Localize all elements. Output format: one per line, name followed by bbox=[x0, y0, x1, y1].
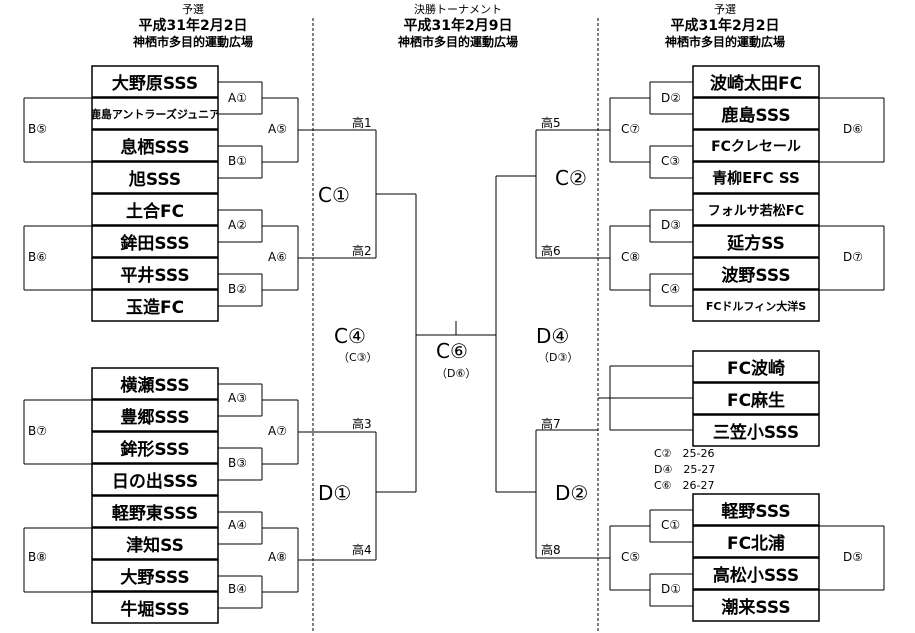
right-team-8: FCドルフィン大洋S bbox=[705, 299, 807, 313]
ko-label-3: 高3 bbox=[352, 417, 372, 431]
left-header: 予選 平成31年2月2日 神栖市多目的運動広場 bbox=[108, 2, 278, 50]
right-team-7: 波野SSS bbox=[721, 266, 791, 286]
left-team-14: 津知SS bbox=[126, 536, 184, 556]
match-label-c1-right: C① bbox=[661, 518, 681, 532]
center-header-line1: 決勝トーナメント bbox=[414, 3, 502, 16]
match-label-d6: D⑥ bbox=[843, 122, 863, 136]
schedule-line-1: C② 25-26 bbox=[654, 447, 715, 460]
left-header-venue: 神栖市多目的運動広場 bbox=[132, 35, 253, 49]
match-label-b1: B① bbox=[228, 154, 247, 168]
schedule-line-3: C⑥ 26-27 bbox=[654, 479, 715, 492]
match-label-c7: C⑦ bbox=[621, 122, 641, 136]
match-label-a1: A① bbox=[228, 91, 247, 105]
final-c6: C⑥ bbox=[436, 339, 468, 363]
right-header-line1: 予選 bbox=[714, 3, 736, 16]
semi-d4-sub: （D③） bbox=[538, 351, 579, 364]
ko-label-6: 高6 bbox=[541, 244, 561, 258]
ko-label-1: 高1 bbox=[352, 116, 372, 130]
semi-c2: C② bbox=[555, 166, 587, 190]
left-team-1: 大野原SSS bbox=[111, 74, 199, 94]
match-label-a3: A③ bbox=[228, 391, 247, 405]
match-label-a5: A⑤ bbox=[268, 122, 287, 136]
left-team-6: 鉾田SSS bbox=[120, 234, 190, 254]
ko-label-4: 高4 bbox=[352, 543, 372, 557]
right-team-15: 潮来SSS bbox=[721, 598, 791, 618]
semi-c4-sub: （C③） bbox=[338, 351, 378, 364]
match-label-a6: A⑥ bbox=[268, 250, 287, 264]
left-team-10: 豊郷SSS bbox=[120, 408, 190, 428]
left-team-2: 鹿島アントラーズジュニア bbox=[92, 107, 218, 121]
left-team-11: 鉾形SSS bbox=[120, 440, 190, 460]
semi-d4: D④ bbox=[536, 324, 570, 348]
ko-label-8: 高8 bbox=[541, 543, 561, 557]
match-label-b6: B⑥ bbox=[28, 250, 47, 264]
match-label-c5: C⑤ bbox=[621, 550, 641, 564]
right-team-1: 波崎太田FC bbox=[709, 74, 803, 94]
match-label-b5: B⑤ bbox=[28, 122, 47, 136]
center-header: 決勝トーナメント 平成31年2月9日 神栖市多目的運動広場 bbox=[368, 2, 548, 50]
match-label-c8: C⑧ bbox=[621, 250, 641, 264]
left-team-12: 日の出SSS bbox=[111, 472, 199, 492]
semi-c4: C④ bbox=[334, 324, 366, 348]
right-team-13: FC北浦 bbox=[726, 534, 786, 554]
right-team-10: FC麻生 bbox=[726, 391, 786, 411]
match-label-d3: D③ bbox=[661, 218, 681, 232]
right-team-12: 軽野SSS bbox=[721, 502, 791, 522]
right-team-11: 三笠小SSS bbox=[712, 423, 800, 443]
left-team-4: 旭SSS bbox=[128, 170, 182, 190]
match-label-c3: C③ bbox=[661, 154, 681, 168]
match-label-b8: B⑧ bbox=[28, 550, 47, 564]
left-team-8: 玉造FC bbox=[125, 298, 185, 318]
final-c6-sub: （D⑥） bbox=[436, 367, 477, 380]
left-team-9: 横瀬SSS bbox=[120, 376, 190, 396]
right-team-3: FCクレセール bbox=[711, 138, 801, 155]
semi-c1: C① bbox=[318, 183, 350, 207]
right-team-6: 延方SS bbox=[727, 234, 785, 254]
semi-d2: D② bbox=[555, 481, 589, 505]
left-header-line1: 予選 bbox=[182, 3, 204, 16]
match-label-b7: B⑦ bbox=[28, 424, 47, 438]
ko-label-5: 高5 bbox=[541, 116, 561, 130]
right-header-date: 平成31年2月2日 bbox=[670, 18, 780, 34]
match-label-b2: B② bbox=[228, 282, 247, 296]
right-header-venue: 神栖市多目的運動広場 bbox=[664, 35, 785, 49]
semi-d1: D① bbox=[318, 481, 352, 505]
match-label-b3: B③ bbox=[228, 456, 247, 470]
match-label-d5: D⑤ bbox=[843, 550, 863, 564]
right-team-4: 青柳EFC SS bbox=[712, 169, 800, 187]
left-team-7: 平井SSS bbox=[120, 266, 190, 286]
right-team-5: フォルサ若松FC bbox=[707, 204, 805, 219]
center-header-venue: 神栖市多目的運動広場 bbox=[397, 35, 518, 49]
match-label-d1-right: D① bbox=[661, 582, 681, 596]
left-team-16: 牛堀SSS bbox=[120, 600, 190, 620]
schedule-line-2: D④ 25-27 bbox=[654, 463, 716, 476]
left-team-3: 息栖SSS bbox=[120, 138, 190, 158]
left-team-13: 軽野東SSS bbox=[111, 504, 199, 524]
match-label-a7: A⑦ bbox=[268, 424, 287, 438]
center-header-date: 平成31年2月9日 bbox=[403, 18, 513, 34]
ko-label-2: 高2 bbox=[352, 244, 372, 258]
right-team-9: FC波崎 bbox=[726, 359, 786, 379]
match-label-a8: A⑧ bbox=[268, 550, 287, 564]
match-label-a4: A④ bbox=[228, 518, 247, 532]
left-header-date: 平成31年2月2日 bbox=[138, 18, 248, 34]
match-label-c4-right: C④ bbox=[661, 282, 681, 296]
match-label-b4: B④ bbox=[228, 582, 247, 596]
match-label-d7: D⑦ bbox=[843, 250, 863, 264]
ko-label-7: 高7 bbox=[541, 417, 561, 431]
match-label-a2: A② bbox=[228, 218, 247, 232]
match-label-d2-right: D② bbox=[661, 91, 681, 105]
right-team-14: 高松小SSS bbox=[712, 566, 800, 586]
right-header: 予選 平成31年2月2日 神栖市多目的運動広場 bbox=[640, 2, 810, 50]
left-team-15: 大野SSS bbox=[120, 568, 190, 588]
left-team-5: 土合FC bbox=[125, 202, 185, 222]
right-team-2: 鹿島SSS bbox=[721, 106, 791, 126]
